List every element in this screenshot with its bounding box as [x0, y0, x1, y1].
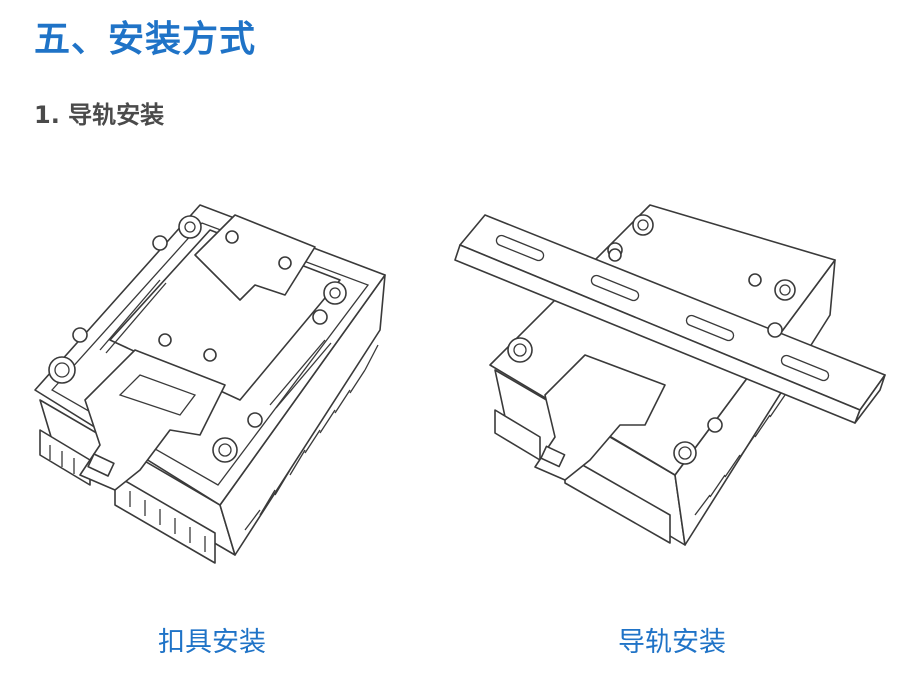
section-title: 五、安装方式: [34, 19, 257, 60]
clip-mount-illustration: [20, 185, 400, 585]
figure-caption-clip: 扣具安装: [158, 627, 266, 658]
subsection-title: 1. 导轨安装: [34, 101, 165, 129]
figure-caption-rail: 导轨安装: [618, 627, 726, 658]
din-rail-mount-illustration: [454, 185, 895, 585]
